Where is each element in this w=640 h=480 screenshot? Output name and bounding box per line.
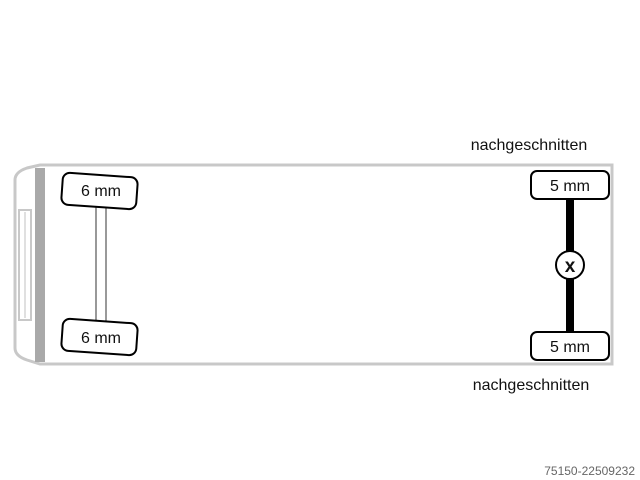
rear-axle: 5 mm 5 mm x [530,170,610,361]
cab-band [35,168,45,362]
front-tire-top-label: 6 mm [81,183,121,200]
rear-tire-bottom-label: 5 mm [550,339,590,356]
front-tire-top [60,171,139,211]
front-tire-bottom-label: 6 mm [81,330,121,347]
rear-tire-top-note: nachgeschnitten [471,137,588,154]
rear-tire-bottom-note: nachgeschnitten [473,377,590,394]
front-axle-shaft [95,201,107,327]
rear-tire-top [530,170,610,200]
drive-axle-marker-label: x [565,256,576,277]
rear-tire-bottom [530,331,610,361]
drive-axle-marker [555,250,585,280]
rear-tire-top-label: 5 mm [550,178,590,195]
reference-id: 75150-22509232 [544,464,635,478]
vehicle-body [13,163,614,366]
front-tire-bottom [60,317,139,357]
vehicle-body-outline [13,163,614,366]
front-axle: 6 mm 6 mm [60,171,139,357]
